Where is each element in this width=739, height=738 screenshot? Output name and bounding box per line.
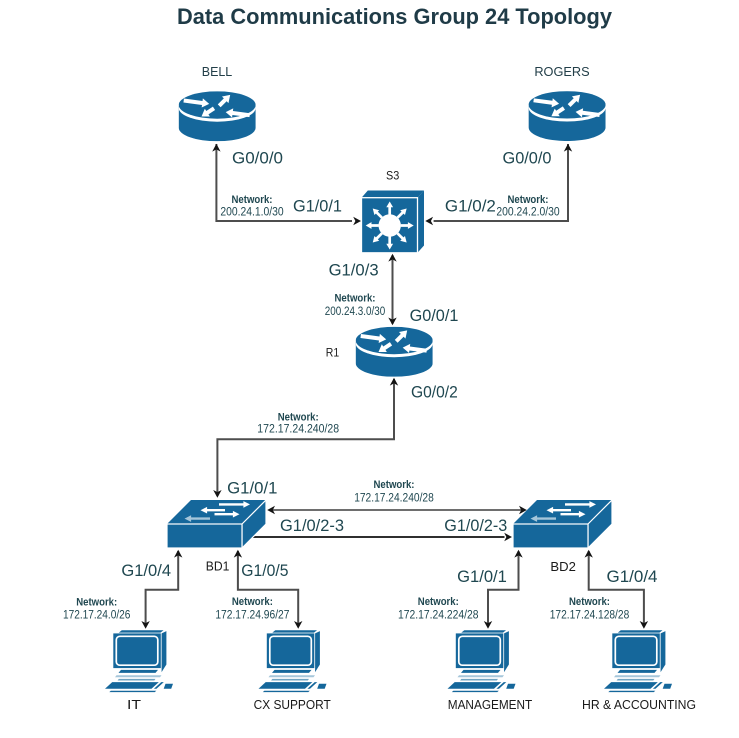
svg-text:S3: S3 [386, 169, 400, 183]
svg-text:BD1: BD1 [206, 560, 230, 574]
svg-text:G0/0/0: G0/0/0 [503, 148, 552, 167]
svg-text:Network:: Network: [335, 293, 376, 305]
svg-text:ROGERS: ROGERS [534, 64, 590, 79]
svg-text:G1/0/1: G1/0/1 [293, 197, 342, 216]
svg-text:G1/0/4: G1/0/4 [607, 567, 658, 586]
svg-text:G0/0/0: G0/0/0 [232, 148, 283, 167]
svg-text:200.24.1.0/30: 200.24.1.0/30 [220, 207, 283, 219]
svg-text:172.17.24.240/28: 172.17.24.240/28 [354, 493, 434, 505]
svg-text:G1/0/2-3: G1/0/2-3 [280, 516, 344, 535]
svg-text:172.17.24.0/26: 172.17.24.0/26 [63, 609, 131, 621]
svg-text:Network:: Network: [232, 596, 273, 608]
svg-text:G0/0/1: G0/0/1 [410, 306, 459, 325]
svg-text:Network:: Network: [418, 596, 459, 608]
svg-text:G0/0/2: G0/0/2 [411, 383, 458, 402]
svg-text:BELL: BELL [202, 64, 233, 79]
svg-text:BD2: BD2 [550, 560, 576, 574]
svg-text:G1/0/1: G1/0/1 [227, 479, 277, 498]
svg-text:R1: R1 [326, 346, 340, 360]
svg-text:Network:: Network: [278, 411, 319, 423]
svg-text:G1/0/5: G1/0/5 [241, 561, 288, 580]
svg-text:Network:: Network: [232, 194, 273, 206]
svg-text:IT: IT [127, 697, 141, 712]
svg-text:172.17.24.96/27: 172.17.24.96/27 [215, 610, 289, 622]
svg-text:G1/0/1: G1/0/1 [457, 567, 507, 586]
svg-text:G1/0/4: G1/0/4 [121, 561, 171, 580]
svg-text:Network:: Network: [76, 597, 117, 609]
svg-text:G1/0/2: G1/0/2 [445, 197, 496, 216]
svg-text:Network:: Network: [374, 479, 415, 491]
svg-text:200.24.2.0/30: 200.24.2.0/30 [496, 207, 559, 219]
svg-text:G1/0/2-3: G1/0/2-3 [444, 516, 507, 535]
svg-text:Network:: Network: [569, 596, 610, 608]
svg-text:172.17.24.240/28: 172.17.24.240/28 [257, 424, 339, 436]
svg-text:G1/0/3: G1/0/3 [329, 261, 379, 280]
svg-text:Data Communications Group 24 T: Data Communications Group 24 Topology [177, 4, 613, 29]
svg-text:200.24.3.0/30: 200.24.3.0/30 [325, 306, 385, 318]
svg-text:Network:: Network: [508, 194, 549, 206]
svg-text:HR & ACCOUNTING: HR & ACCOUNTING [582, 697, 696, 712]
svg-text:172.17.24.224/28: 172.17.24.224/28 [398, 610, 479, 622]
svg-text:172.17.24.128/28: 172.17.24.128/28 [550, 610, 630, 622]
svg-text:MANAGEMENT: MANAGEMENT [448, 697, 533, 712]
svg-text:CX SUPPORT: CX SUPPORT [254, 697, 331, 712]
